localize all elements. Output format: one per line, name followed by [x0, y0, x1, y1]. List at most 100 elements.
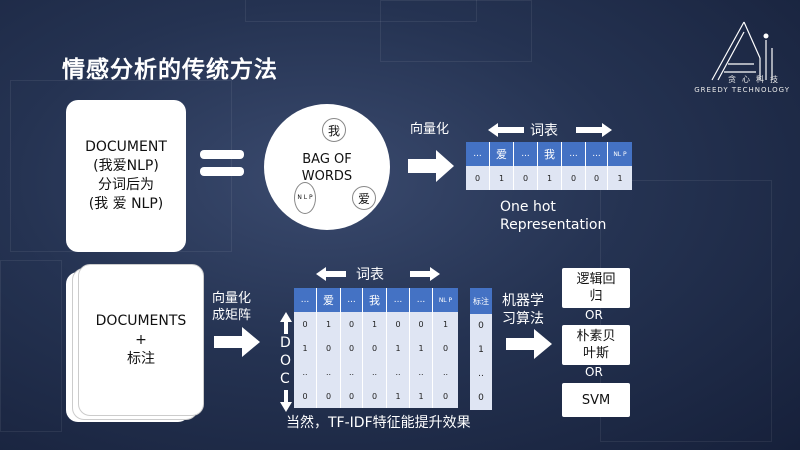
doc-letter: O: [280, 353, 292, 369]
onehot-caption-line: Representation: [500, 217, 607, 233]
ml-algo-line: 机器学: [502, 293, 544, 309]
word-bubble-nlp: N L P: [294, 182, 316, 214]
logo-chinese-text: 贪心科技: [728, 75, 784, 84]
doc-axis-label: D O C: [280, 334, 291, 388]
value-cell: 1: [490, 166, 514, 190]
matrix-cell: ..: [387, 360, 410, 384]
algo-line: 逻辑回: [576, 272, 616, 287]
matrix-cell: 0: [294, 384, 317, 408]
document-line: (我爱NLP): [93, 158, 159, 174]
table-row: ..............: [294, 360, 458, 384]
vocab-label: 词表: [356, 267, 384, 283]
vocab-cell: 爱: [490, 142, 514, 166]
approx-equal-icon: [200, 150, 244, 178]
bag-of-words-circle: 我 BAG OF WORDS N L P 爱: [264, 104, 390, 230]
vocab-cell: ...: [586, 142, 608, 166]
word-bubble: 爱: [352, 186, 376, 210]
matrix-cell: 0: [341, 384, 363, 408]
matrix-cell: 1: [387, 384, 410, 408]
vocab-cell: ...: [562, 142, 586, 166]
algo-line: 归: [589, 289, 603, 304]
label-cell: 0: [470, 386, 492, 410]
vocab-cell: ...: [514, 142, 538, 166]
table-header-row: ... 爱 ... 我 ... ... NL P: [294, 288, 458, 312]
matrix-cell: 0: [442, 343, 449, 353]
algo-line: 朴素贝: [576, 329, 616, 344]
page-title: 情感分析的传统方法: [62, 57, 278, 83]
ml-algo-label: 机器学 习算法: [502, 292, 544, 328]
value-cell: 0: [562, 166, 586, 190]
right-arrow-icon: [506, 329, 552, 359]
right-arrow-icon: [214, 327, 260, 357]
vectorize-matrix-label: 向量化 成矩阵: [212, 290, 251, 324]
algo-svm: SVM: [562, 383, 630, 417]
onehot-caption-line: One hot: [500, 199, 556, 215]
value-cell: 1: [538, 166, 562, 190]
matrix-cell: 1: [442, 319, 449, 329]
matrix-cell: ..: [363, 360, 387, 384]
vocab-cell: NL P: [433, 288, 458, 312]
vocab-cell: NL P: [608, 142, 632, 166]
label-cell: 0: [470, 314, 492, 338]
onehot-table: ... 爱 ... 我 ... ... NL P 0 1 0 1 0 0 1: [466, 142, 632, 190]
vectorize-matrix-line: 成矩阵: [212, 308, 252, 323]
algo-logistic-regression: 逻辑回 归: [562, 268, 630, 308]
documents-line: +: [135, 331, 147, 348]
doc-letter: C: [280, 371, 290, 387]
matrix-cell: 0: [317, 336, 341, 360]
matrix-cell: 0: [341, 336, 363, 360]
documents-line: DOCUMENTS: [95, 312, 187, 329]
matrix-cell: 1: [387, 336, 410, 360]
value-cell: 0: [514, 166, 538, 190]
matrix-cell: 0: [317, 384, 341, 408]
doc-letter: D: [280, 335, 291, 351]
matrix-cell: 1: [410, 384, 433, 408]
value-cell: 1: [617, 173, 623, 183]
vocab-cell: ...: [410, 288, 433, 312]
document-card: DOCUMENT (我爱NLP) 分词后为 (我 爱 NLP): [66, 100, 186, 252]
or-label: OR: [585, 365, 603, 379]
table-row: 0 1 0 1 0 0 1: [466, 166, 632, 190]
matrix-cell: 0: [341, 312, 363, 336]
bag-title: BAG OF WORDS: [264, 151, 390, 185]
vectorize-label: 向量化: [410, 122, 450, 137]
documents-line: 标注: [127, 350, 155, 367]
note-text: 当然，TF-IDF特征能提升效果: [286, 415, 471, 431]
vocab-cell: ...: [341, 288, 363, 312]
or-label: OR: [585, 308, 603, 322]
word-bubble: 我: [322, 118, 346, 142]
logo-english-text: GREEDY TECHNOLOGY: [694, 86, 790, 94]
bg-decoration: [600, 180, 772, 442]
matrix-cell: 1: [294, 336, 317, 360]
document-line: (我 爱 NLP): [88, 196, 164, 212]
value-cell: 0: [466, 166, 490, 190]
document-line: 分词后为: [98, 177, 154, 193]
vocab-cell: 爱: [317, 288, 341, 312]
matrix-cell: ..: [294, 360, 317, 384]
matrix-cell: 1: [317, 312, 341, 336]
label-header: 标注: [470, 288, 492, 314]
vertical-double-arrow-icon: [280, 312, 292, 412]
vocab-label: 词表: [530, 123, 558, 139]
label-cell: ..: [470, 362, 492, 386]
vocab-cell: ...: [466, 142, 490, 166]
matrix-cell: 0: [363, 336, 387, 360]
bg-decoration: [245, 0, 477, 22]
vocab-cell: 我: [538, 142, 562, 166]
matrix-cell: 1: [363, 312, 387, 336]
greedy-logo-icon: [711, 21, 773, 81]
double-arrow-icon: [488, 123, 612, 137]
vectorize-matrix-line: 向量化: [212, 291, 252, 306]
algo-line: 叶斯: [582, 346, 609, 361]
matrix-cell: 1: [410, 336, 433, 360]
bg-decoration: [380, 0, 532, 62]
documents-card: DOCUMENTS + 标注: [78, 264, 204, 416]
document-line: DOCUMENT: [85, 139, 167, 155]
double-arrow-icon: [316, 267, 440, 281]
